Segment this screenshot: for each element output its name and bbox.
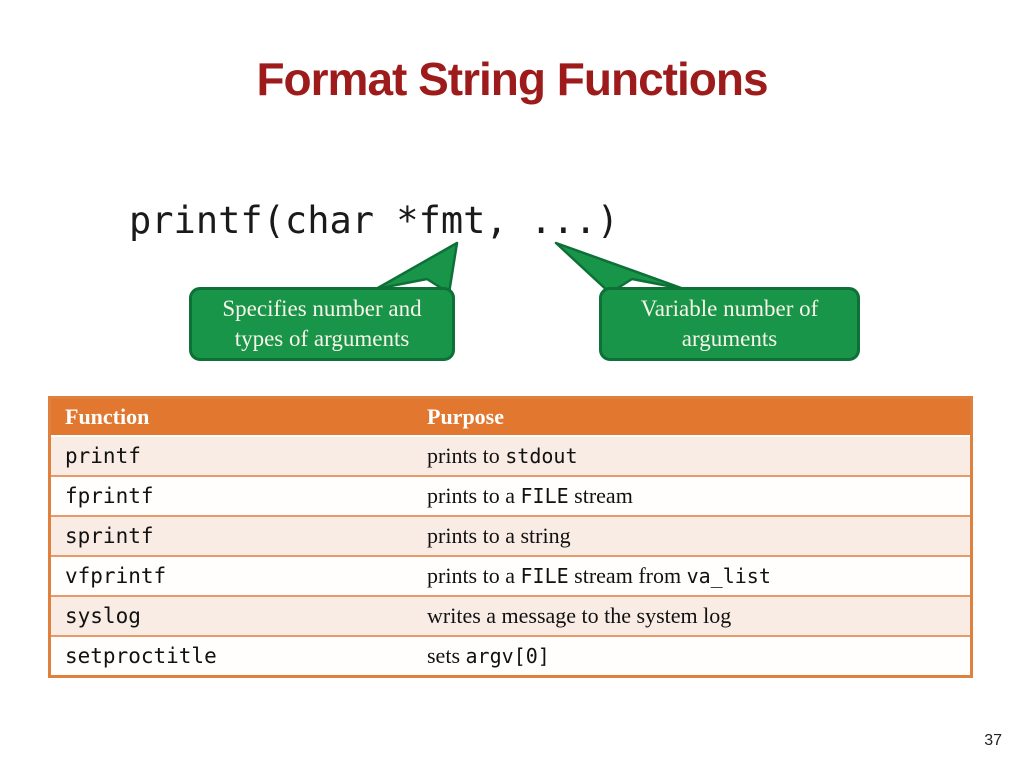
- purpose-text: prints to a: [427, 563, 521, 588]
- table-row-sprintf: sprintf prints to a string: [51, 515, 970, 555]
- purpose-code: FILE: [520, 564, 569, 588]
- purpose-code: FILE: [520, 484, 569, 508]
- code-snippet: printf(char *fmt, ...): [129, 199, 620, 242]
- function-purpose: writes a message to the system log: [413, 603, 970, 629]
- function-purpose: sets argv[0]: [413, 643, 970, 669]
- table-row-setproctitle: setproctitle sets argv[0]: [51, 635, 970, 675]
- table-header-row: Function Purpose: [51, 399, 970, 437]
- function-name: setproctitle: [65, 644, 217, 668]
- function-name: fprintf: [65, 484, 154, 508]
- purpose-text: sets: [427, 643, 466, 668]
- purpose-code: stdout: [505, 444, 578, 468]
- purpose-text: writes a message to the system log: [427, 603, 732, 628]
- column-header-function: Function: [65, 404, 150, 429]
- column-header-purpose: Purpose: [427, 404, 504, 429]
- table-row-fprintf: fprintf prints to a FILE stream: [51, 475, 970, 515]
- page-number: 37: [984, 732, 1002, 749]
- callout-specifies-arguments: Specifies number and types of arguments: [189, 287, 455, 361]
- callout-tail-right: [554, 241, 686, 295]
- callout-variable-arguments: Variable number of arguments: [599, 287, 860, 361]
- function-name: printf: [65, 444, 141, 468]
- purpose-code: va_list: [686, 564, 771, 588]
- purpose-text: prints to: [427, 443, 506, 468]
- functions-table: Function Purpose printf prints to stdout…: [48, 396, 973, 678]
- table-row-syslog: syslog writes a message to the system lo…: [51, 595, 970, 635]
- purpose-code: argv[0]: [465, 644, 550, 668]
- purpose-text: stream: [568, 483, 633, 508]
- function-name: vfprintf: [65, 564, 167, 588]
- function-name: syslog: [65, 604, 141, 628]
- callout-tail-left: [374, 241, 459, 295]
- callout-text-line: Variable number of: [640, 296, 819, 321]
- callout-text-line: types of arguments: [234, 326, 410, 351]
- function-purpose: prints to a FILE stream from va_list: [413, 563, 970, 589]
- function-purpose: prints to stdout: [413, 443, 970, 469]
- function-name: sprintf: [65, 524, 154, 548]
- purpose-text: prints to a string: [427, 523, 571, 548]
- callout-text-line: arguments: [681, 326, 778, 351]
- function-purpose: prints to a FILE stream: [413, 483, 970, 509]
- purpose-text: stream from: [568, 563, 687, 588]
- purpose-text: prints to a: [427, 483, 521, 508]
- callout-text-line: Specifies number and: [222, 296, 422, 321]
- slide-title: Format String Functions: [256, 53, 768, 105]
- table-row-vfprintf: vfprintf prints to a FILE stream from va…: [51, 555, 970, 595]
- function-purpose: prints to a string: [413, 523, 970, 549]
- table-row-printf: printf prints to stdout: [51, 437, 970, 475]
